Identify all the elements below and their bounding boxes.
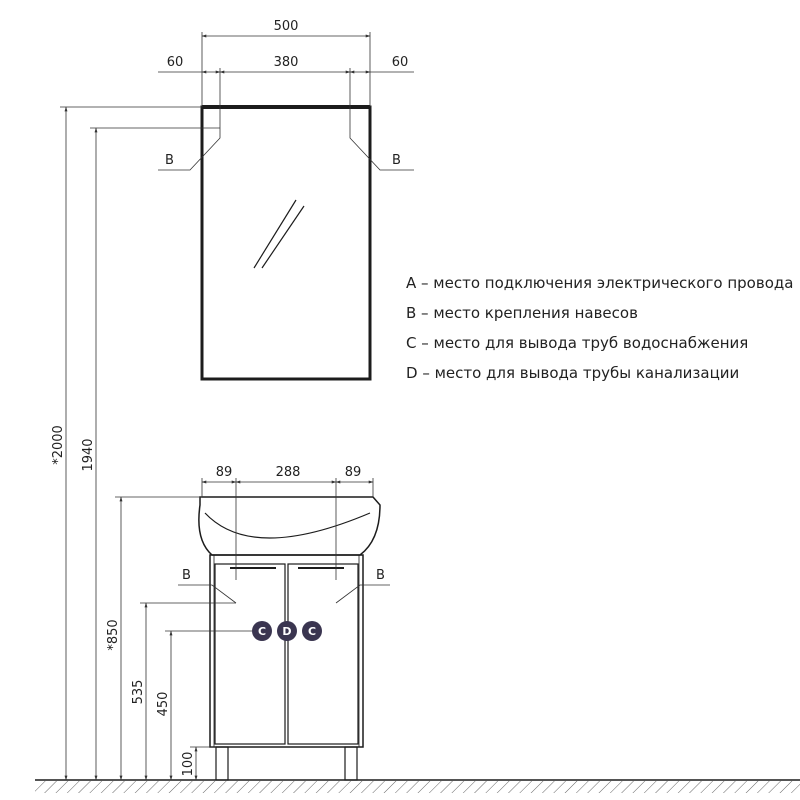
mirror-glare-icon	[253, 199, 305, 269]
dim-mirror-center: 380	[274, 55, 299, 70]
dim-cabinet-height-label: *850	[106, 619, 121, 650]
dim-mirror-top-height: 1940	[81, 127, 98, 781]
dim-basin-right: 89	[345, 465, 362, 480]
legend-item-b: B – место крепления навесов	[406, 304, 638, 322]
dim-leg-height: 100	[181, 746, 198, 781]
height-extension-lines	[60, 106, 252, 748]
dim-pipe-height-label: 450	[156, 692, 171, 717]
marker-c-left: C	[258, 625, 266, 638]
legend-item-d: D – место для вывода трубы канализации	[406, 364, 739, 382]
callout-b-cabinet-left: B	[182, 568, 191, 583]
mirror-hook-right-callout: B	[349, 128, 414, 171]
callout-b-mirror-left: B	[165, 153, 174, 168]
dim-leg-height-label: 100	[181, 752, 196, 777]
mirror	[200, 105, 372, 381]
marker-c-right: C	[308, 625, 316, 638]
legend: A – место подключения электрического про…	[406, 274, 793, 382]
dim-hook-height-label: 535	[131, 680, 146, 705]
connection-markers: C D C	[252, 621, 322, 641]
mirror-width-dimension: 500	[201, 19, 371, 107]
basin-dimensions: 89 288 89	[201, 465, 374, 580]
vanity-cabinet	[198, 496, 381, 781]
callout-b-mirror-right: B	[392, 153, 401, 168]
dim-pipe-height: 450	[156, 630, 173, 781]
dim-total-height-label: *2000	[51, 425, 66, 465]
dim-basin-center: 288	[276, 465, 301, 480]
dim-mirror-right-offset: 60	[392, 55, 409, 70]
dim-mirror-top-height-label: 1940	[81, 438, 96, 471]
cabinet-hook-left-callout: B	[178, 568, 237, 604]
dim-cabinet-height: *850	[106, 496, 123, 781]
dim-mirror-width: 500	[274, 19, 299, 34]
dim-total-height: *2000	[51, 106, 68, 781]
dim-mirror-left-offset: 60	[167, 55, 184, 70]
floor	[35, 779, 800, 793]
callout-b-cabinet-right: B	[376, 568, 385, 583]
mirror-hook-left-callout: B	[158, 128, 221, 171]
cabinet-hook-right-callout: B	[335, 568, 390, 604]
dim-basin-left: 89	[216, 465, 233, 480]
marker-d-center: D	[282, 625, 291, 638]
mirror-sub-dimensions: 60 380 60	[158, 55, 414, 128]
legend-item-c: C – место для вывода труб водоснабжения	[406, 334, 748, 352]
legend-item-a: A – место подключения электрического про…	[406, 274, 793, 292]
dim-hook-height: 535	[131, 602, 148, 781]
